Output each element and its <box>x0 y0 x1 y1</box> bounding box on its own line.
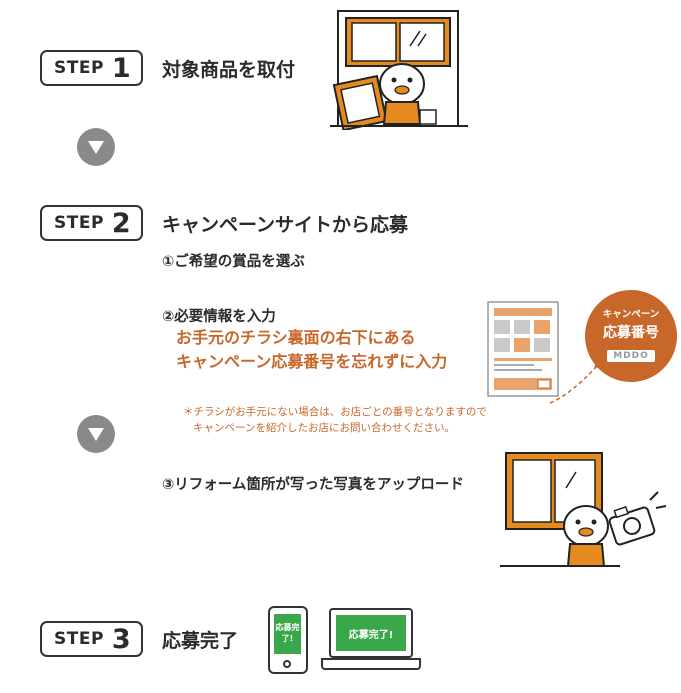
campaign-number-badge: キャンペーン 応募番号 MDDO <box>585 290 677 382</box>
laptop-screen-text: 応募完了! <box>336 615 406 651</box>
window-install-illustration <box>330 10 468 130</box>
camera-icon <box>608 506 656 546</box>
step2-item2-detail-2: キャンペーン応募番号を忘れずに入力 <box>176 352 448 371</box>
laptop-icon: 応募完了! <box>321 608 421 672</box>
step2-note-2: キャンペーンを紹介したお店にお問い合わせください。 <box>193 422 455 434</box>
step2-badge: STEP 2 <box>40 205 143 241</box>
smartphone-icon: 応募完了! <box>268 606 308 674</box>
step2-item2-detail-1: お手元のチラシ裏面の右下にある <box>176 328 416 347</box>
campaign-badge-line1: キャンペーン <box>602 309 660 320</box>
down-arrow-icon <box>77 128 115 166</box>
step3-badge: STEP 3 <box>40 621 143 657</box>
step1-badge: STEP 1 <box>40 50 143 86</box>
step2-item3: ③リフォーム箇所が写った写真をアップロード <box>162 477 464 493</box>
step2-item2: ②必要情報を入力 <box>162 309 276 325</box>
down-arrow-icon <box>77 415 115 453</box>
campaign-badge-line2: 応募番号 <box>603 325 659 341</box>
step2-note-1: ＊チラシがお手元にない場合は、お店ごとの番号となりますので <box>183 406 487 418</box>
step2-title: キャンペーンサイトから応募 <box>162 214 409 236</box>
step-word: STEP <box>54 213 104 233</box>
step-word: STEP <box>54 629 104 649</box>
step-number: 3 <box>111 623 131 655</box>
phone-screen-text: 応募完了! <box>274 614 301 654</box>
step3-title: 応募完了 <box>162 630 239 652</box>
step-number: 2 <box>111 207 131 239</box>
photo-illustration <box>500 452 667 567</box>
step-word: STEP <box>54 58 104 78</box>
flyer-illustration <box>487 301 559 397</box>
step2-item1: ①ご希望の賞品を選ぶ <box>162 254 305 270</box>
step1-title: 対象商品を取付 <box>162 59 296 81</box>
step-number: 1 <box>111 52 131 84</box>
campaign-badge-code: MDDO <box>607 350 655 362</box>
